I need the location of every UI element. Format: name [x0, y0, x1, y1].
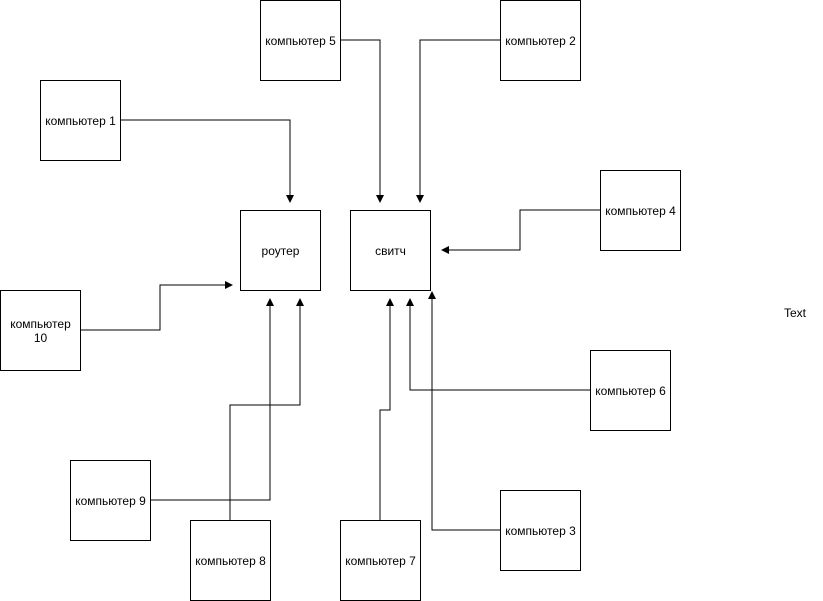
computer-8-label: компьютер 8	[195, 553, 266, 568]
computer-4-node[interactable]: компьютер 4	[600, 170, 681, 251]
computer-2-label: компьютер 2	[505, 33, 576, 48]
computer-9-node[interactable]: компьютер 9	[70, 460, 151, 541]
computer-7-label: компьютер 7	[345, 553, 416, 568]
edge-pc1-router	[120, 119, 294, 203]
computer-1-node[interactable]: компьютер 1	[40, 80, 121, 161]
switch-label: свитч	[375, 243, 406, 258]
computer-10-label: компьютер 10	[10, 316, 71, 345]
computer-6-label: компьютер 6	[595, 383, 666, 398]
router-node[interactable]: роутер	[240, 210, 321, 291]
edge-pc3-switch	[428, 291, 500, 531]
computer-3-label: компьютер 3	[505, 523, 576, 538]
computer-5-node[interactable]: компьютер 5	[260, 0, 341, 81]
switch-node[interactable]: свитч	[350, 210, 431, 291]
edge-pc10-router	[80, 281, 233, 331]
computer-2-node[interactable]: компьютер 2	[500, 0, 581, 81]
computer-5-label: компьютер 5	[265, 33, 336, 48]
edge-pc7-switch	[379, 298, 394, 520]
computer-8-node[interactable]: компьютер 8	[190, 520, 271, 601]
computer-9-label: компьютер 9	[75, 493, 146, 508]
computer-3-node[interactable]: компьютер 3	[500, 490, 581, 571]
free-text-label: Text	[784, 306, 807, 320]
computer-4-label: компьютер 4	[605, 203, 676, 218]
computer-10-node[interactable]: компьютер 10	[0, 290, 81, 371]
edge-pc6-switch	[406, 298, 590, 391]
edge-pc4-switch	[441, 209, 600, 254]
computer-7-node[interactable]: компьютер 7	[340, 520, 421, 601]
edge-pc2-switch	[416, 39, 500, 203]
router-label: роутер	[261, 243, 300, 258]
edge-pc8-router	[229, 298, 304, 520]
edge-pc5-switch	[340, 39, 384, 203]
computer-6-node[interactable]: компьютер 6	[590, 350, 671, 431]
computer-1-label: компьютер 1	[45, 113, 116, 128]
edge-pc9-router	[150, 298, 274, 501]
